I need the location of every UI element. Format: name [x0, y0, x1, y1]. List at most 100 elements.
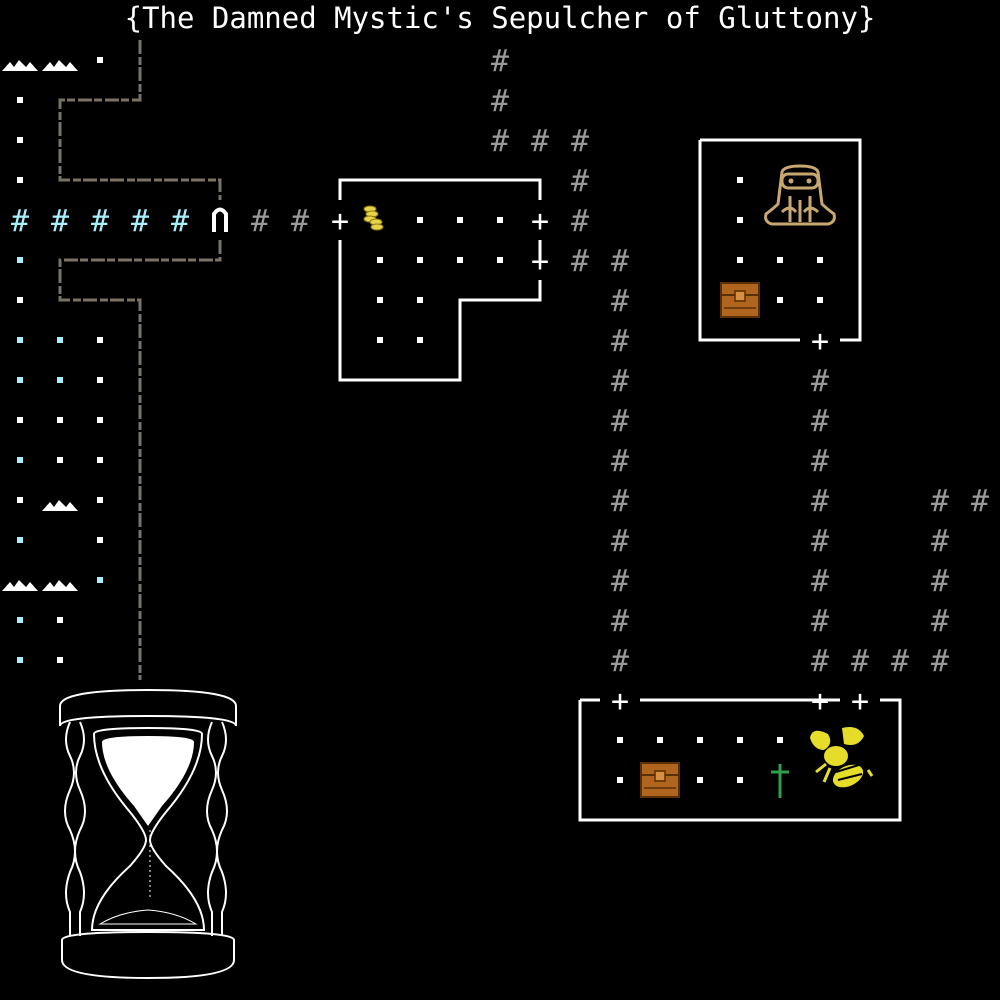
floor-tile [17, 657, 23, 663]
floor-tile [97, 537, 103, 543]
hourglass-sand-top [102, 736, 194, 826]
corridor-tile: # [931, 484, 949, 519]
corridor-tile: # [251, 204, 269, 239]
corridor-tile: # [811, 604, 829, 639]
floor-tile [377, 297, 383, 303]
floor-tile [17, 337, 23, 343]
corridor-tile: # [611, 604, 629, 639]
floor-tile [17, 457, 23, 463]
corridor-tile: # [611, 324, 629, 359]
hourglass-pillar [216, 721, 228, 936]
rock-shape [42, 500, 78, 511]
gold-coins-icon[interactable] [363, 205, 384, 231]
door: + [611, 684, 629, 719]
corridor-tile: # [611, 404, 629, 439]
lit-corridor-tile: # [11, 204, 29, 239]
corridor-tile: # [811, 404, 829, 439]
frog-statue-icon[interactable] [764, 164, 836, 226]
treasure-chest-icon[interactable] [720, 282, 760, 318]
corridor-tile: # [611, 284, 629, 319]
corridor-tile: # [891, 644, 909, 679]
corridor-tile: # [531, 124, 549, 159]
floor-tile [17, 297, 23, 303]
floor-tile [57, 337, 63, 343]
floor-tile [97, 337, 103, 343]
floor-tile [657, 737, 663, 743]
floor-tile [97, 377, 103, 383]
corridor-tile: # [971, 484, 989, 519]
floor-tile [777, 257, 783, 263]
lit-corridor-tile: # [131, 204, 149, 239]
room-wall-northeast [698, 138, 862, 342]
rock-pile-icon [2, 580, 38, 591]
floor-tile [377, 257, 383, 263]
floor-tile [97, 577, 103, 583]
archway-icon[interactable] [212, 207, 228, 233]
wasp-legs [815, 762, 874, 783]
corridor-tile: # [811, 644, 829, 679]
chest-lock [734, 290, 746, 302]
door: + [331, 204, 349, 239]
hourglass-pillar [206, 721, 218, 936]
corridor-tile: # [291, 204, 309, 239]
rock-shape [2, 60, 38, 71]
rock-shape [42, 580, 78, 591]
hourglass-sand-bottom [98, 909, 198, 925]
floor-tile [617, 777, 623, 783]
door: + [531, 244, 549, 279]
statue-legs [780, 196, 820, 222]
corridor-tile: # [571, 124, 589, 159]
floor-tile [737, 737, 743, 743]
floor-tile [17, 257, 23, 263]
floor-tile [97, 57, 103, 63]
corridor-tile: # [851, 644, 869, 679]
coin [370, 223, 384, 231]
statue-eye [806, 178, 812, 184]
rock-pile-icon [42, 60, 78, 71]
hourglass-pillar [74, 721, 86, 936]
floor-tile [777, 737, 783, 743]
wasp-stripes [835, 763, 863, 781]
rock-pile-icon [2, 60, 38, 71]
chest-lock [654, 770, 666, 782]
floor-tile [57, 377, 63, 383]
corridor-tile: # [611, 244, 629, 279]
floor-tile [17, 537, 23, 543]
rock-pile-icon [42, 500, 78, 511]
corridor-tile: # [491, 84, 509, 119]
door: + [811, 324, 829, 359]
floor-tile [737, 177, 743, 183]
treasure-chest-icon[interactable] [640, 762, 680, 798]
room-wall-central [338, 240, 542, 382]
hourglass-bottom-cap [61, 930, 235, 980]
cave-wall-upper [58, 40, 222, 200]
statue-eyes [780, 172, 820, 190]
floor-tile [697, 737, 703, 743]
corridor-tile: # [611, 524, 629, 559]
cave-wall-lower [58, 240, 222, 680]
rock-shape [42, 60, 78, 71]
floor-tile [737, 777, 743, 783]
dagger-icon[interactable] [771, 764, 789, 798]
hourglass-top-cap [59, 688, 237, 727]
giant-wasp-icon[interactable] [810, 727, 874, 792]
floor-tile [777, 297, 783, 303]
corridor-tile: # [571, 204, 589, 239]
corridor-tile: # [611, 644, 629, 679]
statue-eye [788, 178, 794, 184]
corridor-tile: # [811, 444, 829, 479]
floor-tile [617, 737, 623, 743]
floor-tile [417, 297, 423, 303]
floor-tile [57, 457, 63, 463]
floor-tile [817, 257, 823, 263]
corridor-tile: # [931, 524, 949, 559]
corridor-tile: # [811, 484, 829, 519]
corridor-tile: # [611, 564, 629, 599]
corridor-tile: # [931, 644, 949, 679]
floor-tile [457, 257, 463, 263]
floor-tile [17, 617, 23, 623]
floor-tile [417, 217, 423, 223]
corridor-tile: # [931, 564, 949, 599]
corridor-tile: # [611, 484, 629, 519]
